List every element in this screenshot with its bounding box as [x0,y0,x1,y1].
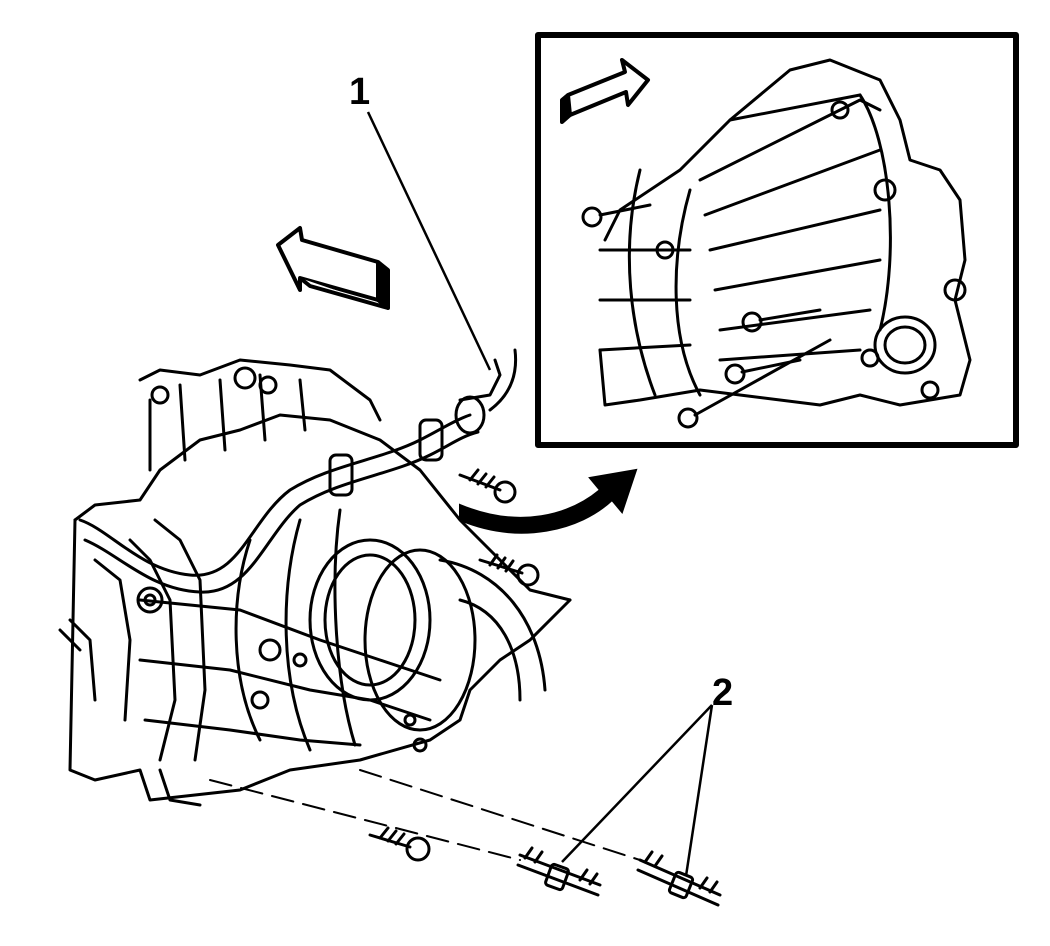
inset-bolts [581,203,832,429]
alignment-lines [209,769,641,861]
cooler-line-pipe [78,348,518,594]
leader-line-2b [684,704,714,877]
transmission-housing [58,358,572,807]
leader-line-1 [366,111,492,371]
inset-front-arrow-icon [560,58,650,124]
callout-label-2: 2 [712,672,733,714]
leader-line-2a [561,704,713,863]
detail-view-arrow-icon [459,468,638,534]
detail-inset-frame [535,32,1019,448]
callout-label-1: 1 [349,71,370,113]
front-direction-arrow-icon [276,226,390,310]
leader-lines [366,111,714,877]
transmission-studs [516,846,722,907]
inset-bell-housing [598,58,972,407]
housing-bolts [368,468,540,862]
